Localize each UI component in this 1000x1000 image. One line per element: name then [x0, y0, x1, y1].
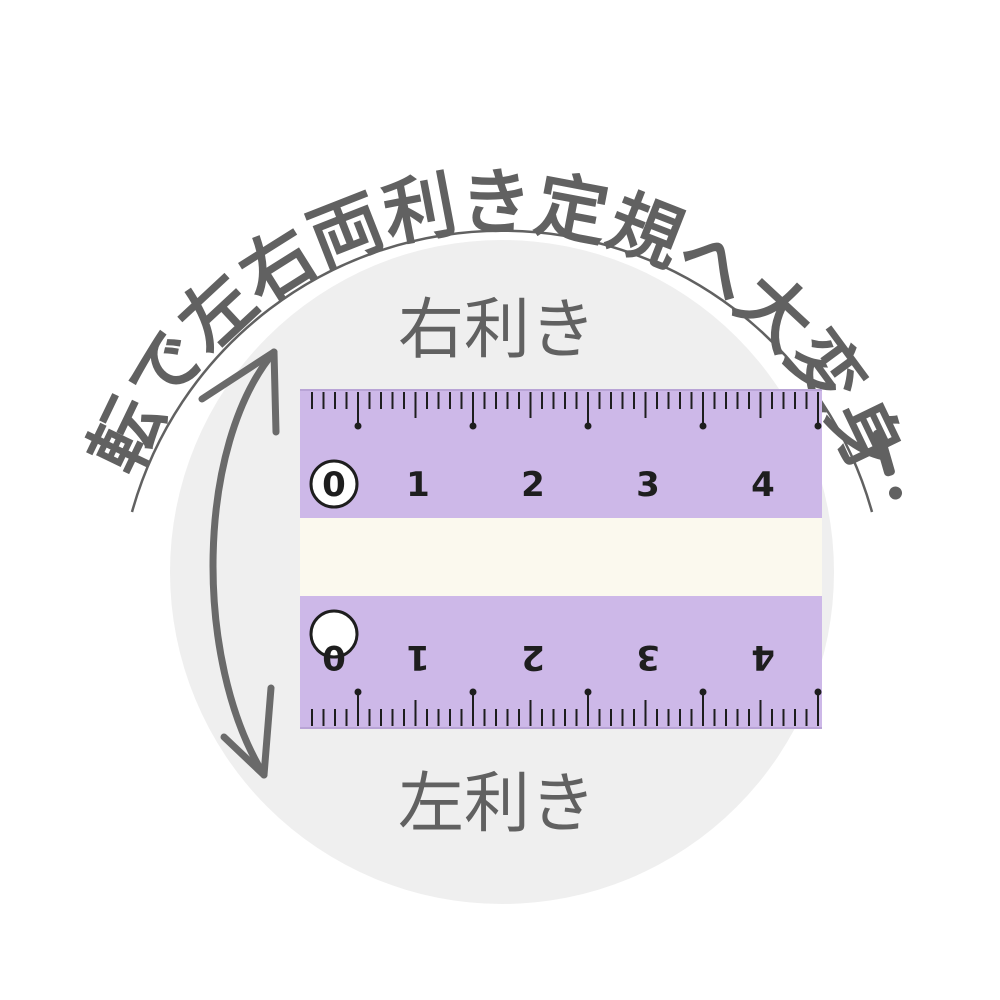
ruler-cm-dot	[699, 688, 707, 696]
ruler-ticks-bottom	[311, 688, 822, 726]
ruler-cm-dot	[469, 688, 477, 696]
ruler-cm-dot	[354, 422, 362, 430]
ruler-cm-dot	[584, 422, 592, 430]
headline-underline-arc	[130, 229, 874, 513]
ruler-cm-dot	[814, 688, 822, 696]
ruler-clear-stripe	[300, 518, 822, 596]
ruler: 0 1 2 3 4 0 1 2 3 4	[300, 389, 822, 729]
exclamation-icon	[872, 429, 903, 500]
ruler-number-top: 4	[751, 465, 775, 505]
ruler-number-bottom: 0	[322, 637, 346, 677]
left-handed-label: 左利き	[398, 765, 596, 842]
ruler-number-top: 1	[406, 465, 430, 505]
ruler-number-bottom: 4	[751, 637, 775, 677]
ruler-cm-dot	[354, 688, 362, 696]
ruler-number-top: 0	[322, 465, 346, 505]
right-handed-label: 右利き	[398, 291, 596, 368]
ruler-cm-dot	[469, 422, 477, 430]
ruler-number-bottom: 2	[521, 637, 545, 677]
ruler-ticks-top	[311, 392, 822, 430]
ruler-number-bottom: 1	[406, 637, 430, 677]
ruler-cm-dot	[584, 688, 592, 696]
ruler-cm-dot	[699, 422, 707, 430]
rotation-arrow-icon	[198, 348, 280, 779]
ruler-number-top: 3	[636, 465, 660, 505]
zero-circle-bottom	[309, 609, 359, 659]
ruler-number-top: 2	[521, 465, 545, 505]
zero-circle-top	[309, 459, 359, 509]
ruler-cm-dot	[814, 422, 822, 430]
ruler-number-bottom: 3	[636, 637, 660, 677]
